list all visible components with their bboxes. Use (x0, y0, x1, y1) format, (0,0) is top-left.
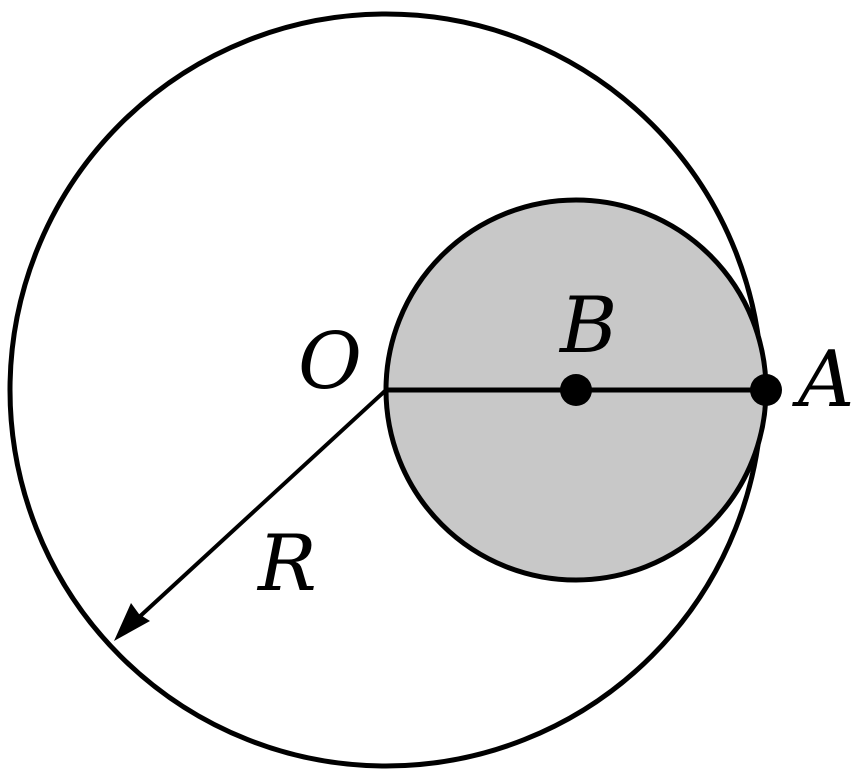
radius-arrowhead (114, 603, 150, 641)
point-b (560, 374, 592, 406)
label-o: O (298, 317, 362, 407)
radius-arrow (122, 388, 388, 633)
label-a: A (792, 335, 854, 425)
label-b: B (558, 281, 617, 371)
label-r: R (256, 519, 317, 609)
point-a (750, 374, 782, 406)
